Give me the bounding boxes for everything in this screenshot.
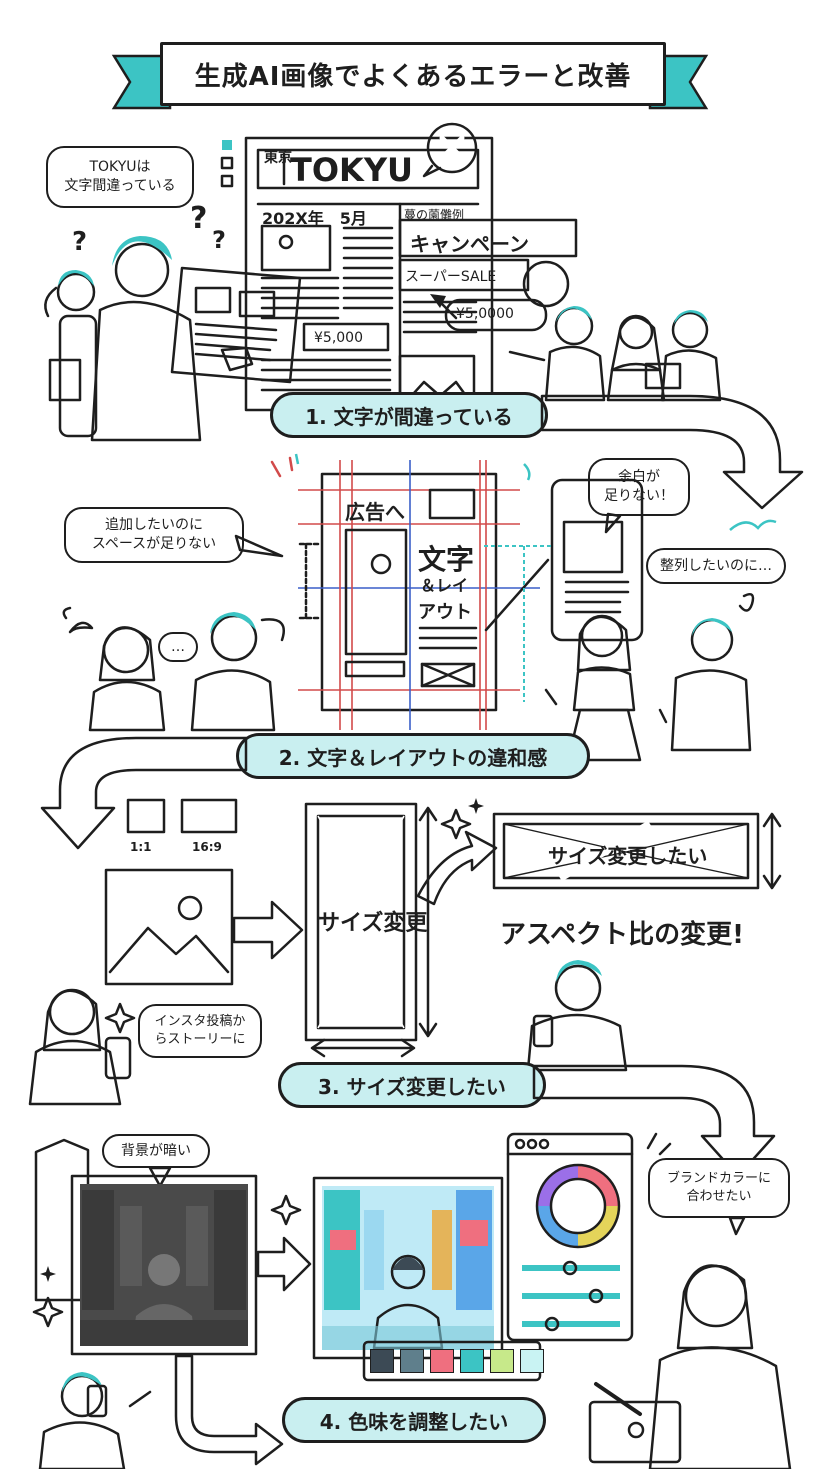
price-label: ¥5,000	[314, 330, 363, 346]
masthead-tokyu: TOKYU	[290, 151, 413, 189]
step-2-label: 2. 文字＆レイアウトの違和感	[236, 733, 590, 779]
svg-text:?: ?	[212, 226, 226, 254]
page-title: 生成AI画像でよくあるエラーと改善	[160, 42, 666, 106]
ratio-wide-label: 16:9	[192, 840, 222, 854]
connector-arrow-2	[40, 736, 248, 850]
connector-arrow-1	[540, 394, 804, 510]
bubble-not-enough-space: 追加したいのに スペースが足りない	[64, 507, 244, 563]
step-1-label: 1. 文字が間違っている	[270, 392, 548, 438]
bubble-thinking-dots: …	[158, 632, 198, 662]
newspaper-date: 202X年 5月	[262, 209, 367, 228]
swatch-row	[370, 1349, 544, 1373]
color-swatch[interactable]	[400, 1349, 424, 1373]
color-swatch[interactable]	[370, 1349, 394, 1373]
section3-illustration	[28, 798, 782, 1106]
layout-text-big: 文字	[418, 543, 475, 576]
color-swatch[interactable]	[490, 1349, 514, 1373]
section1-illustration: ? ? ?	[44, 122, 722, 442]
masthead-kanji: 東京	[264, 150, 292, 166]
ratio-square-label: 1:1	[130, 840, 152, 854]
wrong-price-label: ¥5,0000	[456, 306, 514, 322]
step-4-label: 4. 色味を調整したい	[282, 1397, 546, 1443]
bubble-not-enough-margin: 余白が 足りない！	[588, 458, 690, 516]
bubble-insta-story: インスタ投稿か らストーリーに	[138, 1004, 262, 1058]
layout-text-mid: ＆レイ	[420, 576, 469, 595]
wide-resize-label: サイズ変更したい	[548, 844, 708, 868]
step-3-label: 3. サイズ変更したい	[278, 1062, 546, 1108]
layout-heading: 広告へ	[345, 500, 405, 524]
svg-text:?: ?	[190, 201, 207, 236]
bubble-want-align: 整列したいのに…	[646, 548, 786, 584]
bubble-tokyu-error: TOKYUは 文字間違っている	[46, 146, 194, 208]
color-swatch[interactable]	[520, 1349, 544, 1373]
color-swatch[interactable]	[430, 1349, 454, 1373]
section4-illustration	[32, 1132, 792, 1469]
bubble-brand-color: ブランドカラーに 合わせたい	[648, 1158, 790, 1218]
newspaper-tag: 蔓の薗儺例	[404, 208, 465, 222]
color-swatch[interactable]	[460, 1349, 484, 1373]
layout-text-small: アウト	[418, 602, 472, 623]
svg-text:?: ?	[72, 227, 87, 257]
campaign-headline: キャンペーン	[410, 232, 529, 256]
sale-label: スーパーSALE	[405, 269, 497, 285]
section2-illustration	[62, 453, 777, 762]
title-banner: 生成AI画像でよくあるエラーと改善	[110, 38, 710, 114]
vertical-resize-label: サイズ変更	[318, 911, 428, 936]
aspect-ratio-caption: アスペクト比の変更!	[500, 920, 745, 950]
connector-arrow-3	[532, 1064, 776, 1178]
